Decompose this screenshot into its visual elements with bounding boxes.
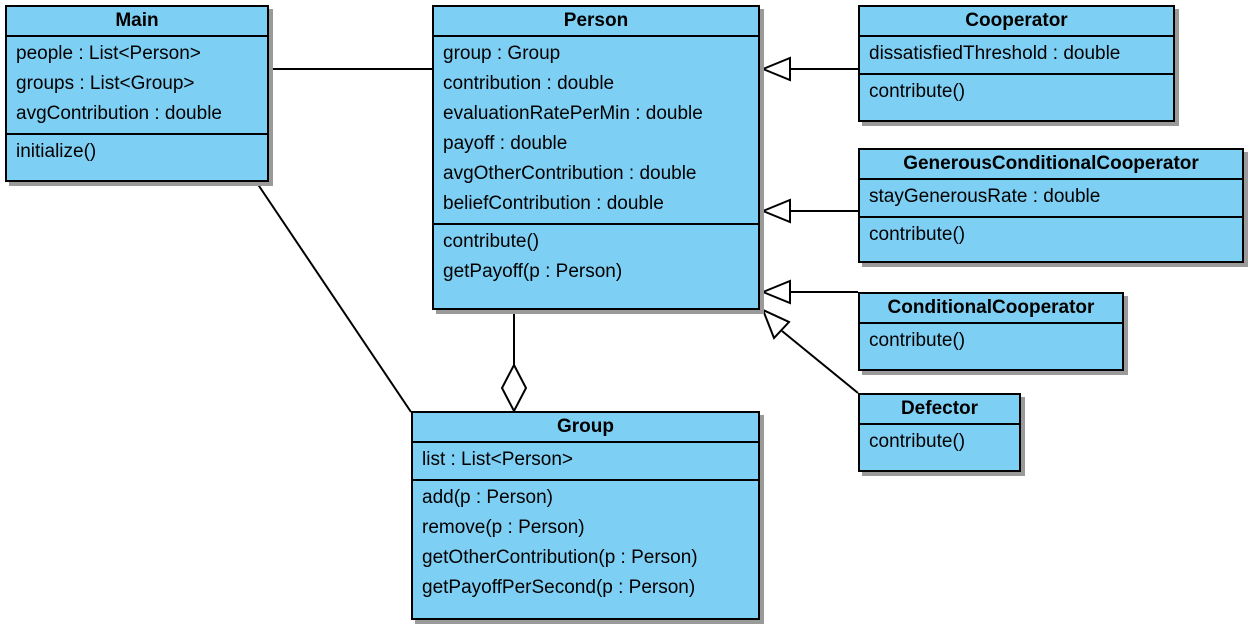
class-conditional-cooperator[interactable]: ConditionalCooperator contribute() (858, 292, 1124, 371)
operations-compartment: initialize() (7, 133, 267, 171)
attribute: list : List<Person> (422, 449, 574, 470)
class-person[interactable]: Person group : Group contribution : double… (432, 5, 760, 310)
operations-compartment: contribute() getPayoff(p : Person) (434, 223, 758, 291)
attribute: beliefContribution : double (443, 193, 664, 214)
operation: contribute() (443, 231, 540, 252)
attribute: groups : List<Group> (16, 73, 195, 94)
attribute: avgOtherContribution : double (443, 163, 697, 184)
class-generous-conditional-cooperator[interactable]: GenerousConditionalCooperator stayGenerou… (858, 148, 1244, 263)
operations-compartment: contribute() (860, 73, 1173, 111)
operation: getPayoffPerSecond(p : Person) (422, 577, 696, 598)
attribute: stayGenerousRate : double (869, 186, 1101, 207)
operation: getPayoff(p : Person) (443, 261, 623, 282)
operation: remove(p : Person) (422, 517, 585, 538)
operation: contribute() (869, 431, 966, 452)
attribute: avgContribution : double (16, 103, 222, 124)
aggregation-diamond (500, 362, 528, 414)
class-defector[interactable]: Defector contribute() (858, 393, 1021, 472)
operations-compartment: add(p : Person) remove(p : Person) getOthe… (413, 479, 758, 607)
attribute: evaluationRatePerMin : double (443, 103, 703, 124)
attribute: payoff : double (443, 133, 568, 154)
generalization-cooperator-arrowhead (760, 56, 791, 82)
class-name: Person (434, 7, 758, 37)
attributes-compartment: dissatisfiedThreshold : double (860, 37, 1173, 73)
association-main-group (256, 182, 412, 413)
generalization-conditional-arrowhead (760, 279, 791, 305)
class-name: Group (413, 413, 758, 443)
operation: contribute() (869, 81, 966, 102)
class-name: Main (7, 7, 267, 37)
operations-compartment: contribute() (860, 216, 1242, 254)
operations-compartment: contribute() (860, 425, 1019, 461)
class-name: GenerousConditionalCooperator (860, 150, 1242, 180)
class-group[interactable]: Group list : List<Person> add(p : Person) r… (411, 411, 760, 620)
class-cooperator[interactable]: Cooperator dissatisfiedThreshold : double… (858, 5, 1175, 122)
generalization-defector-line (781, 330, 859, 394)
generalization-defector-arrowhead (761, 308, 791, 340)
operation: contribute() (869, 330, 966, 351)
attributes-compartment: group : Group contribution : double evalua… (434, 37, 758, 223)
operations-compartment: contribute() (860, 324, 1122, 360)
attribute: contribution : double (443, 73, 615, 94)
class-main[interactable]: Main people : List<Person> groups : List<G… (5, 5, 269, 182)
operation: add(p : Person) (422, 487, 553, 508)
attributes-compartment: stayGenerousRate : double (860, 180, 1242, 216)
class-name: Cooperator (860, 7, 1173, 37)
class-name: ConditionalCooperator (860, 294, 1122, 324)
attributes-compartment: list : List<Person> (413, 443, 758, 479)
operation: contribute() (869, 224, 966, 245)
generalization-generous-arrowhead (760, 198, 791, 224)
class-name: Defector (860, 395, 1019, 425)
attribute: dissatisfiedThreshold : double (869, 43, 1121, 64)
attributes-compartment: people : List<Person> groups : List<Group… (7, 37, 267, 133)
attribute: group : Group (443, 43, 561, 64)
operation: getOtherContribution(p : Person) (422, 547, 698, 568)
attribute: people : List<Person> (16, 43, 201, 64)
operation: initialize() (16, 141, 97, 162)
